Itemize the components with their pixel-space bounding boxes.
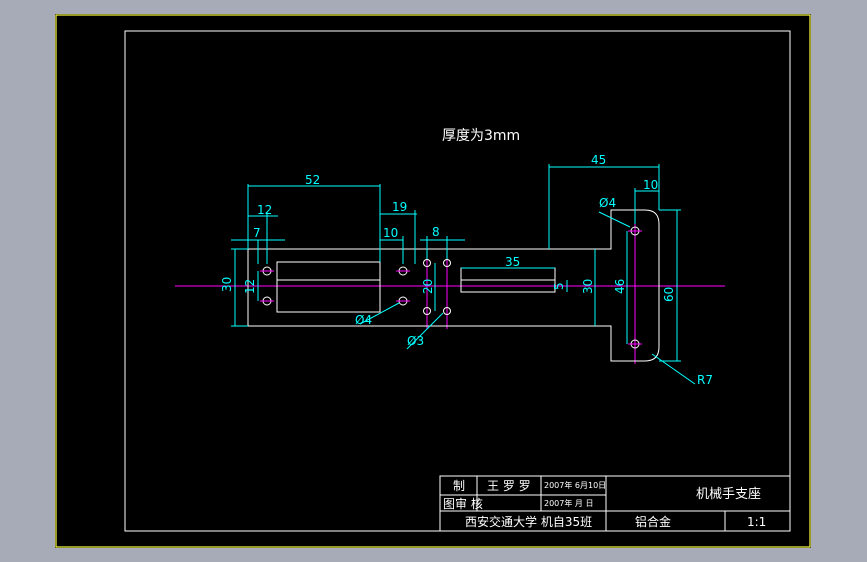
dimension-lines xyxy=(231,164,696,385)
centerlines xyxy=(175,214,725,364)
cad-viewport[interactable]: 厚度为3mm xyxy=(55,14,811,548)
dim-35: 35 xyxy=(505,255,520,269)
review-date: 2007年 月 日 xyxy=(544,498,593,508)
drawn-name: 王 罗 罗 xyxy=(487,479,531,493)
review-label: 图审 核 xyxy=(443,496,483,511)
title-block: 制 王 罗 罗 2007年 6月10日 图审 核 2007年 月 日 西安交通大… xyxy=(439,475,791,532)
dim-8: 8 xyxy=(432,225,440,239)
dim-12-horizontal: 12 xyxy=(257,203,272,217)
dim-10-left: 10 xyxy=(383,226,398,240)
dim-20: 20 xyxy=(421,279,435,294)
scale: 1:1 xyxy=(747,515,766,529)
dim-diameter-3: Ø3 xyxy=(407,334,424,348)
drawn-label: 制 xyxy=(453,479,465,493)
dim-60: 60 xyxy=(662,287,676,302)
dim-diameter-4-left: Ø4 xyxy=(355,313,372,327)
dim-30-right: 30 xyxy=(581,279,595,294)
dim-7: 7 xyxy=(253,226,261,240)
dim-10-right: 10 xyxy=(643,178,658,192)
drawn-date: 2007年 6月10日 xyxy=(544,480,606,490)
dim-12-vertical: 12 xyxy=(243,279,257,294)
dim-52: 52 xyxy=(305,173,320,187)
dimension-texts: 52 12 7 19 10 8 35 45 10 30 12 20 5 30 4… xyxy=(220,153,713,387)
dim-46: 46 xyxy=(613,279,627,294)
dim-30-left: 30 xyxy=(220,277,234,292)
holes xyxy=(260,226,642,349)
dim-19: 19 xyxy=(392,200,407,214)
dim-45: 45 xyxy=(591,153,606,167)
school: 西安交通大学 机自35班 xyxy=(465,514,592,529)
thickness-note: 厚度为3mm xyxy=(442,128,520,144)
dim-diameter-4-right: Ø4 xyxy=(599,196,616,210)
cad-drawing: 厚度为3mm xyxy=(55,14,811,548)
material: 铝合金 xyxy=(635,514,671,529)
part-name: 机械手支座 xyxy=(696,487,761,502)
dim-radius-7: R7 xyxy=(697,373,713,387)
viewport-border xyxy=(55,14,811,548)
dim-5: 5 xyxy=(552,282,566,290)
part-outline xyxy=(247,209,660,362)
